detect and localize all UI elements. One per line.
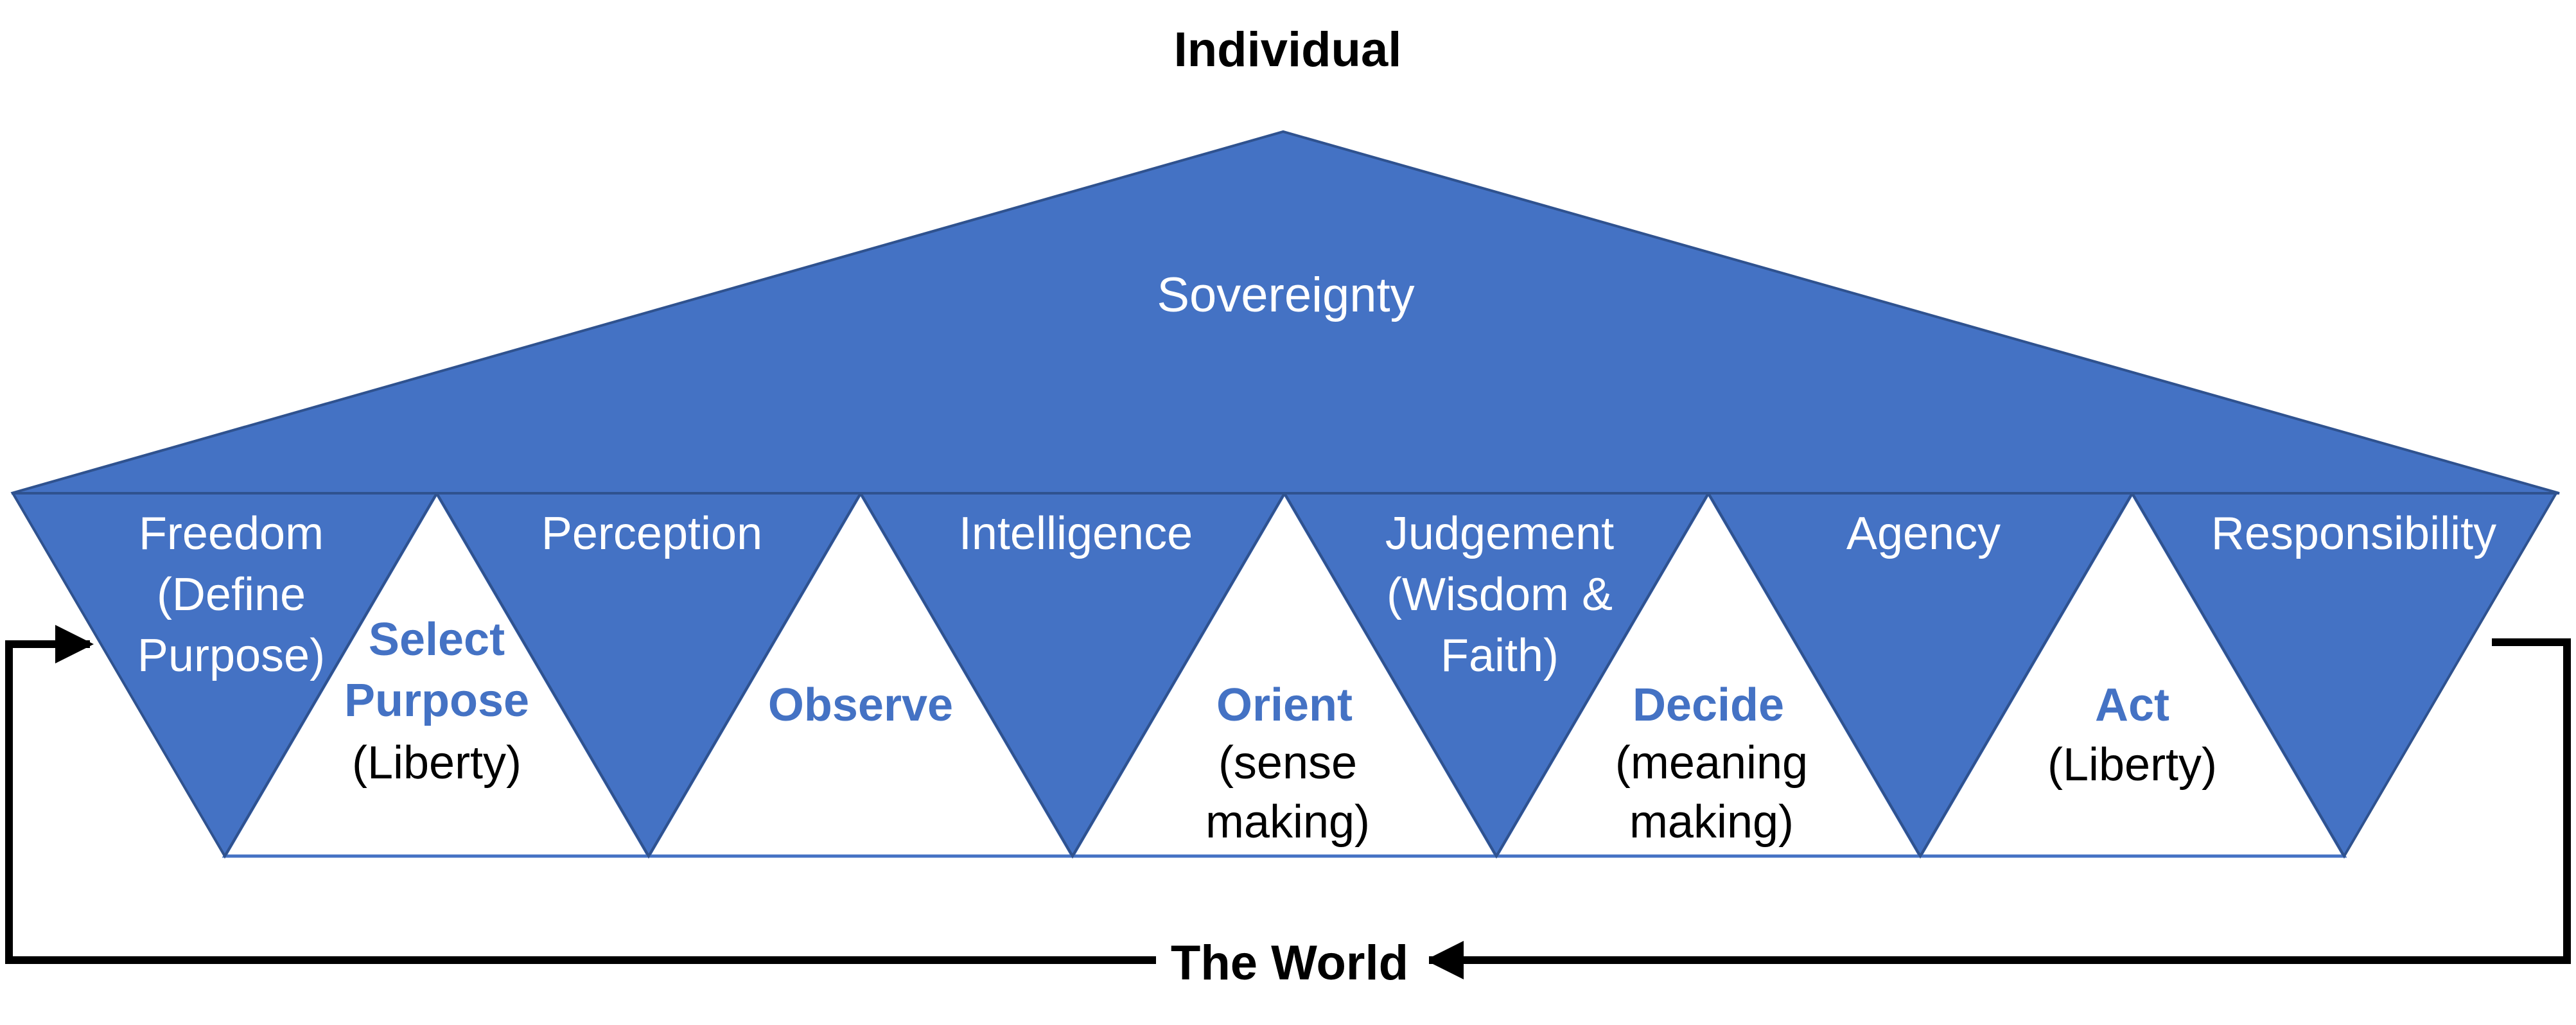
value-triangle-label: Judgement [1385,508,1614,559]
ooda-step-detail: making) [1205,796,1370,848]
ooda-step-detail: making) [1629,796,1794,848]
ooda-step-title: Act [2095,679,2169,731]
blue-triangle-shape [1282,492,1711,859]
world-label-background [1156,925,1429,995]
value-triangle-label: Perception [541,508,762,559]
ooda-step-title: Orient [1216,679,1353,731]
diagram-title-individual: Individual [1174,22,1402,77]
blue-triangle-shape [2130,492,2559,859]
ooda-step-detail: (meaning [1615,737,1808,789]
feedback-arrow-to-freedom [5,625,1156,964]
ooda-step-detail: (sense [1218,737,1357,789]
value-triangle: Judgement (Wisdom & Faith) [1282,492,1711,859]
ooda-step-title: Decide [1633,679,1784,731]
ooda-step-label-group: Orient (sense making) [1205,679,1370,848]
ooda-step-title: Purpose [344,675,529,726]
ooda-step-detail: (Liberty) [352,737,521,789]
ooda-step-label-group: Act (Liberty) [2047,679,2217,791]
ooda-step-label-group: Decide (meaning making) [1615,679,1808,848]
value-triangle: Intelligence [858,492,1287,859]
value-triangle-label: (Wisdom & [1387,569,1613,620]
sovereignty-label: Sovereignty [1157,268,1414,322]
ooda-step-label-group: Observe [768,679,953,731]
value-triangle-label: Faith) [1441,630,1559,681]
value-triangle-label: Purpose) [137,630,325,681]
value-triangle-label: Freedom [139,508,324,559]
value-triangle-label: (Define [157,569,306,620]
feedback-arrow-from-responsibility [1425,638,2571,979]
value-triangle: Agency [1706,492,2135,859]
ooda-step-title: Select [369,614,505,665]
ooda-step-detail: (Liberty) [2047,739,2217,791]
value-triangle-label: Intelligence [959,508,1193,559]
ooda-step-title: Observe [768,679,953,731]
value-triangle-label: Responsibility [2211,508,2496,559]
world-label: The World [1171,936,1408,990]
blue-triangle-shape [1706,492,2135,859]
value-triangle: Responsibility [2130,492,2559,859]
blue-triangle-shape [858,492,1287,859]
value-triangle: Perception [434,492,863,859]
blue-triangle-shape [434,492,863,859]
value-triangle-label: Agency [1846,508,2001,559]
blue-triangle-shape [10,492,439,859]
